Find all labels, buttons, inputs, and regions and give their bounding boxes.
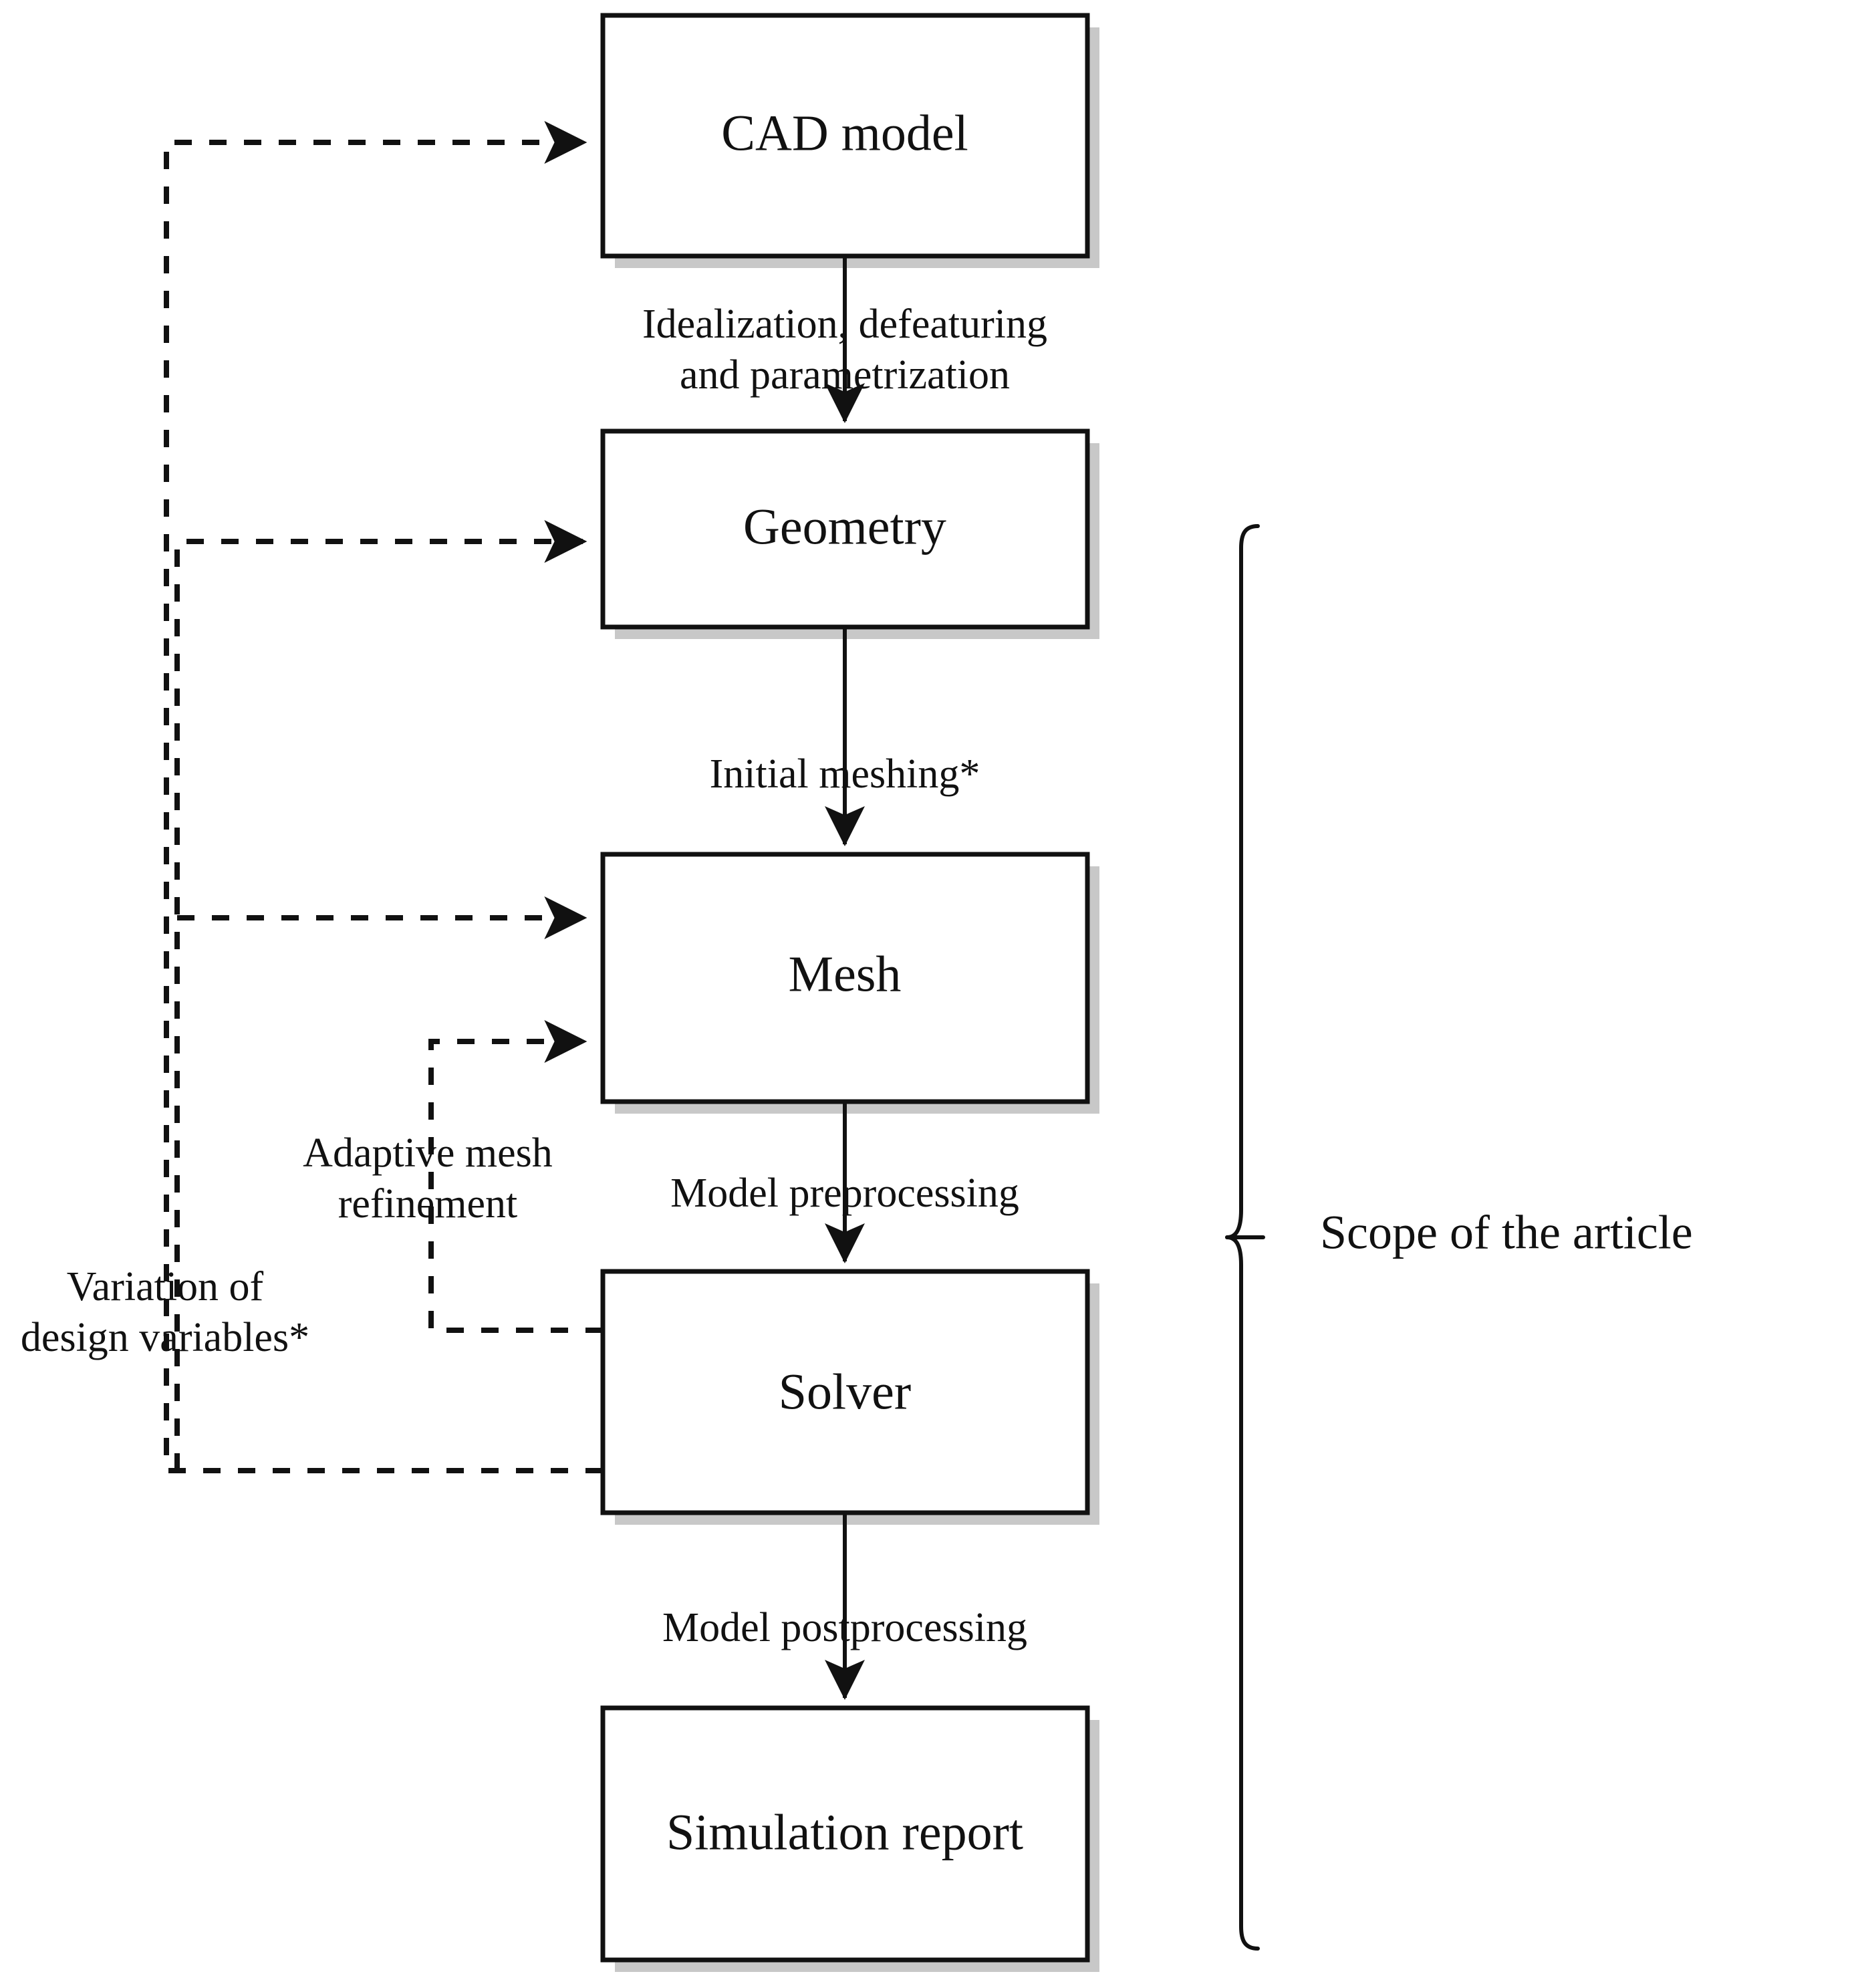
model-preprocessing-label: Model preprocessing bbox=[670, 1170, 1019, 1216]
edge-variation-outer-to-cad bbox=[164, 121, 603, 1473]
scope-label: Scope of the article bbox=[1320, 1206, 1693, 1259]
process-boxes bbox=[600, 13, 1090, 1963]
adaptive-mesh-refinement-label-line1: Adaptive mesh bbox=[303, 1130, 553, 1176]
solver-box[interactable] bbox=[600, 1269, 1090, 1515]
simulation-report-box[interactable] bbox=[600, 1705, 1090, 1963]
mesh-label: Mesh bbox=[789, 946, 902, 1002]
solver-label: Solver bbox=[779, 1364, 911, 1420]
simulation-report-label: Simulation report bbox=[666, 1804, 1023, 1860]
idealization-label-line1: Idealization, defeaturing bbox=[642, 301, 1047, 347]
cad-model-label: CAD model bbox=[721, 105, 968, 161]
edge-labels: Idealization, defeaturing and parametriz… bbox=[21, 301, 1047, 1650]
model-postprocessing-label: Model postprocessing bbox=[662, 1605, 1027, 1650]
geometry-label: Geometry bbox=[743, 499, 946, 555]
mesh-box[interactable] bbox=[600, 852, 1090, 1104]
edge-adaptive-mesh-refinement bbox=[428, 1020, 603, 1333]
variation-design-variables-label-line1: Variation of bbox=[67, 1264, 264, 1310]
scope-brace-group: Scope of the article bbox=[1225, 524, 1693, 1951]
node-labels: CAD model Geometry Mesh Solver Simulatio… bbox=[666, 105, 1023, 1860]
dashed-feedback-edges bbox=[164, 121, 603, 1473]
variation-design-variables-label-line2: design variables* bbox=[21, 1315, 309, 1360]
cad-model-box[interactable] bbox=[600, 13, 1090, 259]
idealization-label-line2: and parametrization bbox=[680, 352, 1010, 398]
initial-meshing-label: Initial meshing* bbox=[710, 751, 980, 797]
geometry-box[interactable] bbox=[600, 428, 1090, 630]
adaptive-mesh-refinement-label-line2: refinement bbox=[338, 1181, 518, 1227]
